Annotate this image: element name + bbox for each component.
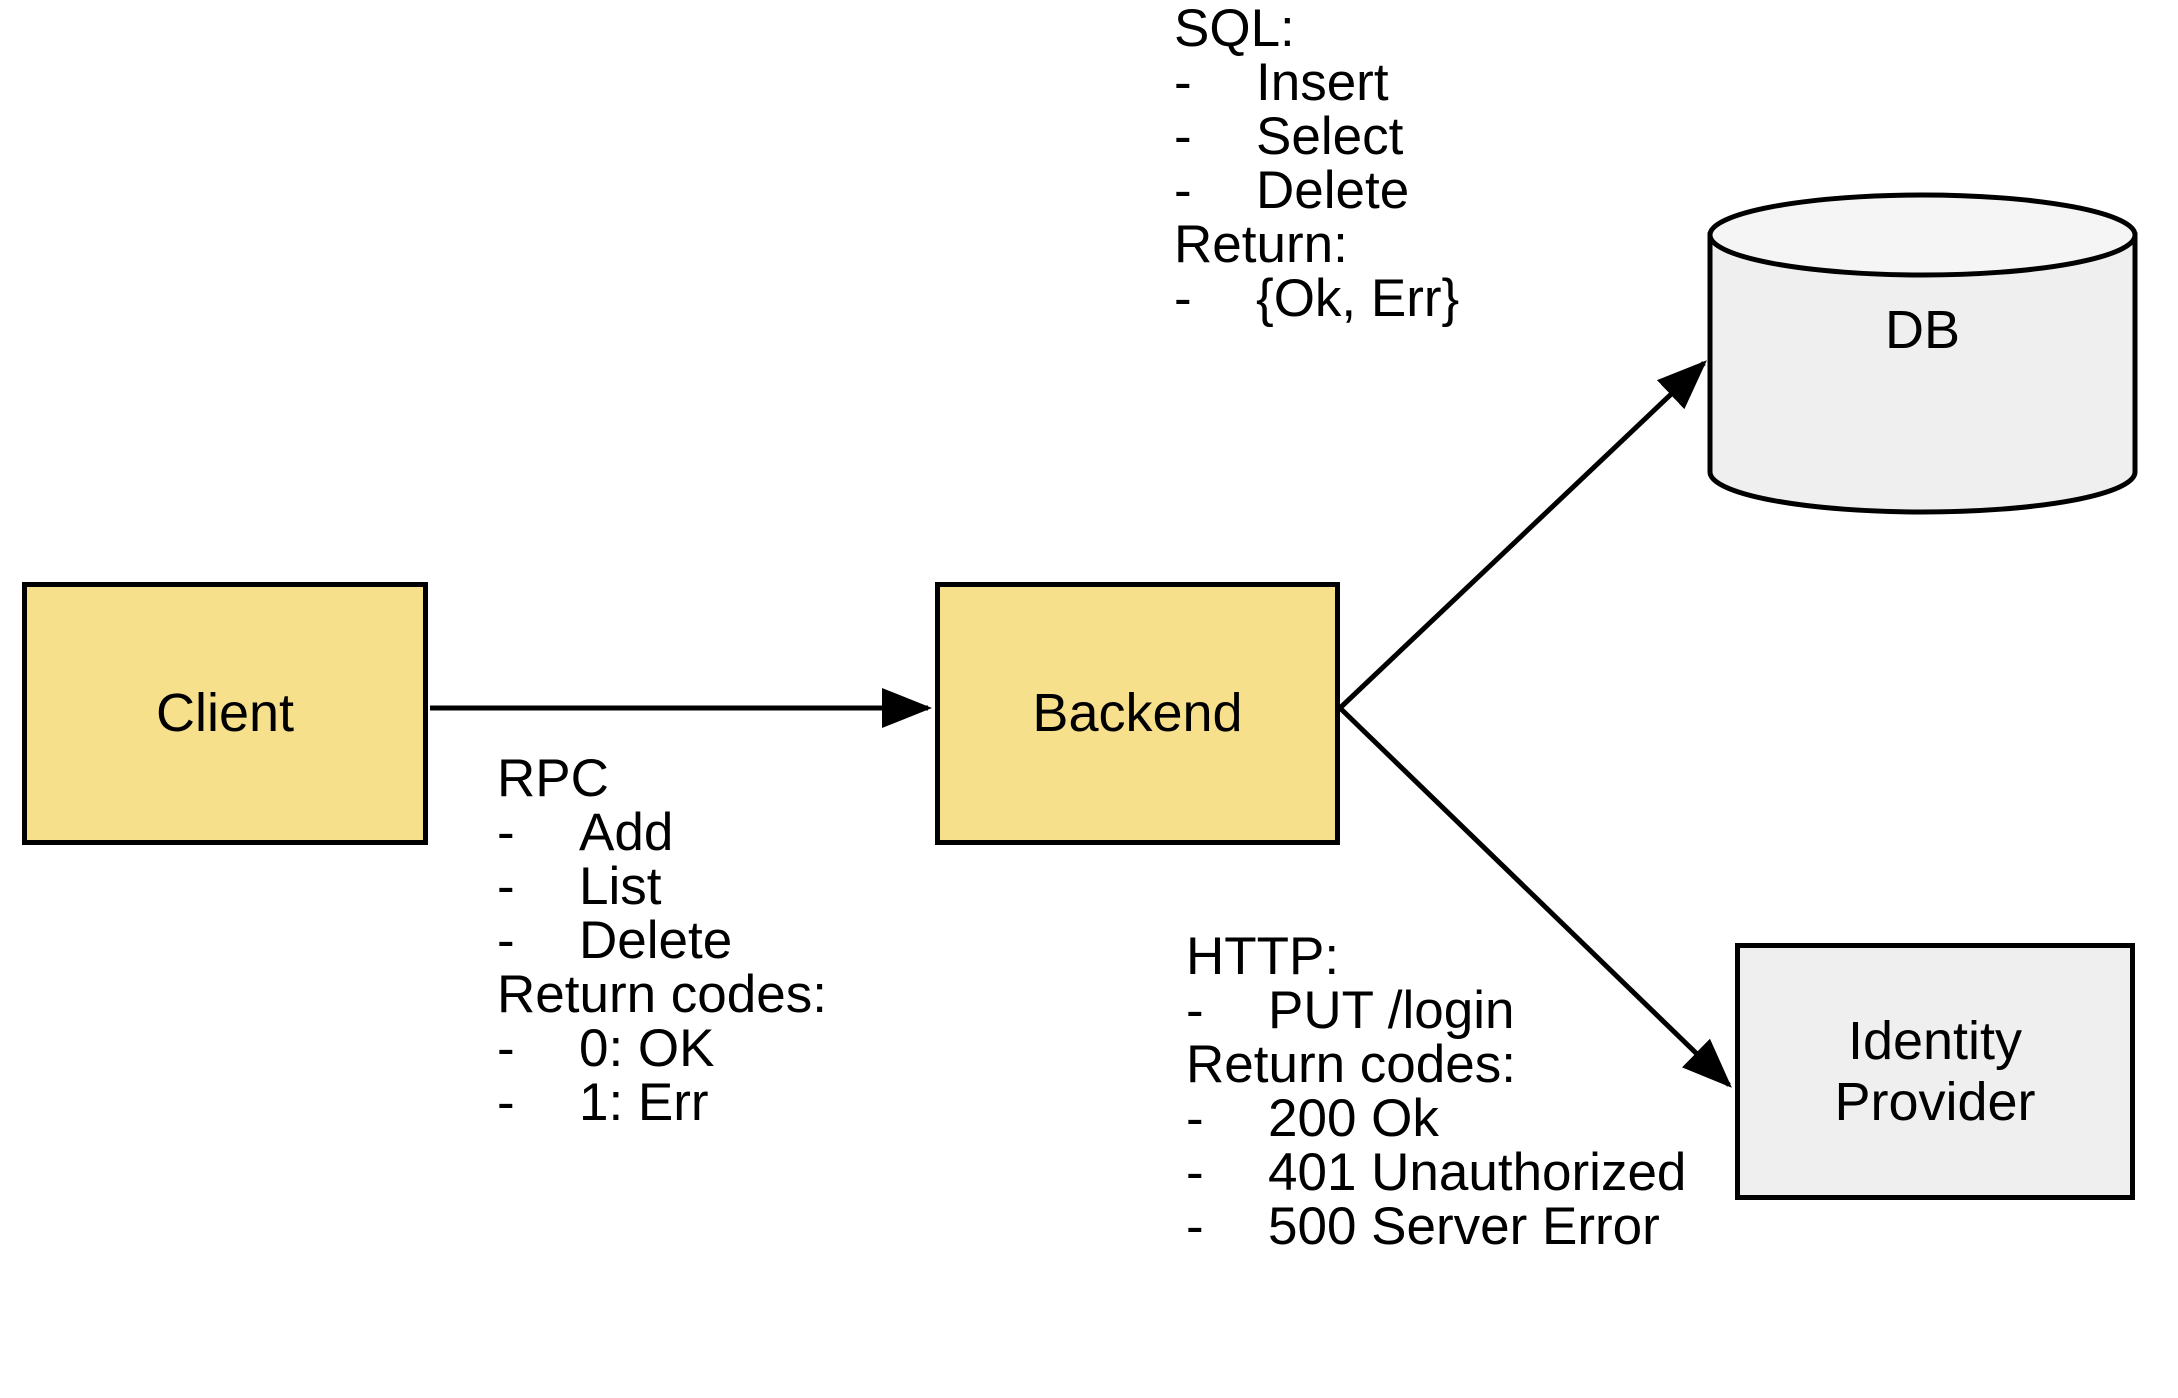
annotation-sql-methods: - Insert - Select - Delete [1174,53,1459,218]
annotation-sql-returns-heading: Return: [1174,215,1348,275]
bullet-dash-icon: - [1174,107,1192,167]
annotation-sql-method-label: Insert [1256,53,1389,113]
node-identity-provider-label-line2: Provider [1834,1071,2036,1132]
annotation-http-return-item: - 401 Unauthorized [1186,1146,1686,1200]
node-identity-provider-label: Identity Provider [1834,1011,2035,1132]
annotation-sql-return-item: - {Ok, Err} [1174,272,1459,326]
annotation-rpc-return-label: 1: Err [579,1073,709,1133]
annotation-rpc-method-label: Add [579,803,674,863]
annotation-rpc-heading: RPC [497,749,609,808]
annotation-http-return-item: - 500 Server Error [1186,1200,1686,1254]
annotation-sql-method-item: - Delete [1174,164,1459,218]
annotation-rpc-return-item: - 1: Err [497,1076,827,1130]
annotation-http-return-label: 401 Unauthorized [1268,1143,1687,1203]
bullet-dash-icon: - [1174,53,1192,113]
annotation-http-method-item: - PUT /login [1186,981,1686,1041]
node-backend-label: Backend [1032,683,1243,744]
node-client[interactable]: Client [22,582,428,845]
annotation-rpc-method-label: Delete [579,911,733,971]
annotation-sql-heading: SQL: [1174,0,1295,58]
bullet-dash-icon: - [497,1019,515,1079]
annotation-http-return-item: - 200 Ok [1186,1092,1686,1146]
annotation-rpc: RPC - Add - List - Delete Return codes: - 0:… [497,749,827,1130]
annotation-rpc-methods: - Add - List - Delete [497,803,827,968]
annotation-http-heading: HTTP: [1186,927,1340,986]
node-backend[interactable]: Backend [935,582,1340,845]
edge-backend-to-db [1338,360,1707,710]
bullet-dash-icon: - [497,857,515,917]
annotation-http: HTTP: - PUT /login Return codes: - 200 Ok … [1186,927,1686,1254]
bullet-dash-icon: - [1174,161,1192,221]
bullet-dash-icon: - [1186,1197,1204,1257]
annotation-rpc-returns: - 0: OK - 1: Err [497,1022,827,1130]
bullet-dash-icon: - [497,803,515,863]
annotation-rpc-return-label: 0: OK [579,1019,715,1079]
annotation-sql: SQL: - Insert - Select - Delete Return: - {O… [1174,0,1459,326]
annotation-rpc-method-label: List [579,857,662,917]
annotation-rpc-method-item: - Add [497,803,827,863]
annotation-http-return-label: 200 Ok [1268,1089,1439,1149]
node-identity-provider-label-line1: Identity [1847,1011,2023,1072]
db-cylinder-top [1707,192,2138,278]
node-identity-provider[interactable]: Identity Provider [1735,943,2135,1200]
annotation-rpc-method-item: - Delete [497,914,827,968]
annotation-rpc-return-item: - 0: OK [497,1022,827,1076]
annotation-http-methods: - PUT /login [1186,981,1686,1041]
bullet-dash-icon: - [1186,1089,1204,1149]
bullet-dash-icon: - [1186,1143,1204,1203]
annotation-http-returns-heading: Return codes: [1186,1035,1516,1095]
db-cylinder-body [1707,232,2138,515]
annotation-http-returns: - 200 Ok - 401 Unauthorized - 500 Server Er… [1186,1092,1686,1254]
annotation-sql-return-label: {Ok, Err} [1256,269,1460,329]
annotation-sql-method-item: - Insert [1174,53,1459,113]
annotation-sql-method-label: Select [1256,107,1404,167]
annotation-http-return-label: 500 Server Error [1268,1197,1660,1257]
node-client-label: Client [155,683,295,744]
annotation-http-method-label: PUT /login [1268,981,1515,1041]
annotation-sql-method-item: - Select [1174,110,1459,164]
annotation-rpc-returns-heading: Return codes: [497,965,827,1025]
bullet-dash-icon: - [497,1073,515,1133]
annotation-sql-returns: - {Ok, Err} [1174,272,1459,326]
bullet-dash-icon: - [1174,269,1192,329]
bullet-dash-icon: - [1186,981,1204,1041]
edge-backend-to-identity-provider [1338,706,1732,1088]
bullet-dash-icon: - [497,911,515,971]
annotation-rpc-method-item: - List [497,860,827,914]
annotation-sql-method-label: Delete [1256,161,1410,221]
